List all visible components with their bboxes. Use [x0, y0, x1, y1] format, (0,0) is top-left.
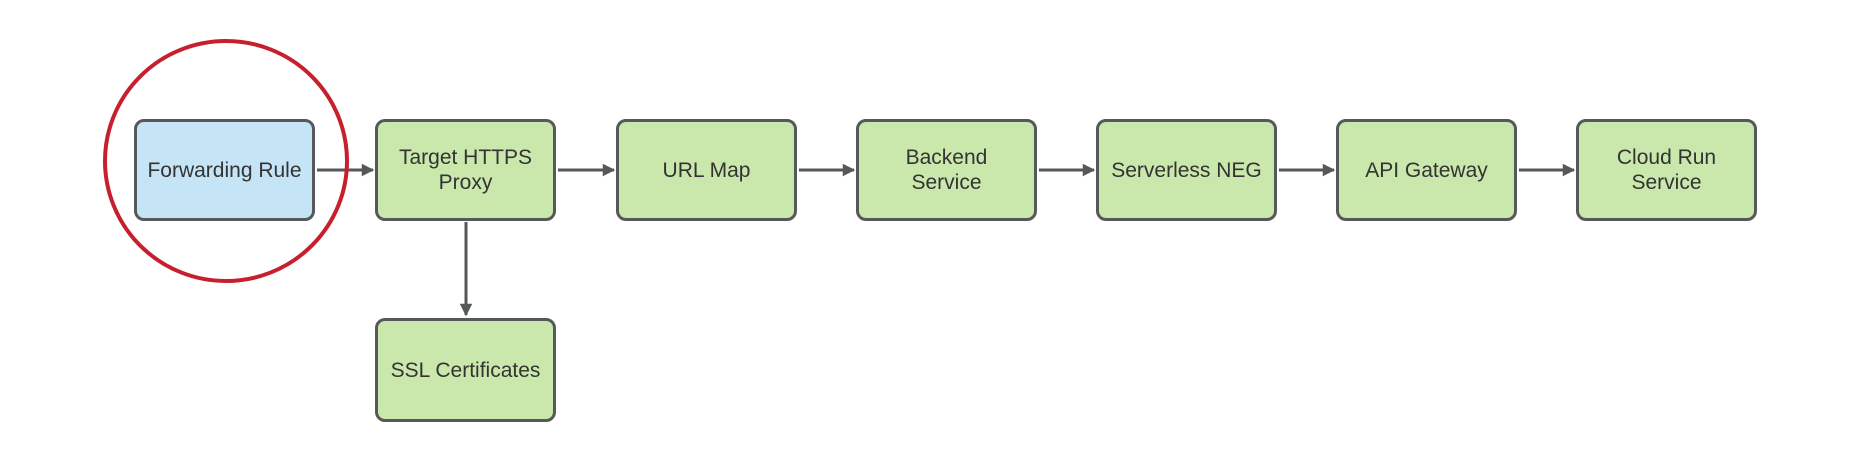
node-ssl-certificates: SSL Certificates: [375, 318, 556, 422]
node-label: Backend Service: [905, 146, 988, 194]
node-label: API Gateway: [1365, 158, 1488, 182]
node-label: Target HTTPS Proxy: [398, 146, 533, 194]
node-serverless-neg: Serverless NEG: [1096, 119, 1277, 221]
node-cloud-run-service: Cloud Run Service: [1576, 119, 1757, 221]
node-forwarding-rule: Forwarding Rule: [134, 119, 315, 221]
node-label: SSL Certificates: [390, 358, 541, 382]
node-api-gateway: API Gateway: [1336, 119, 1517, 221]
node-backend-service: Backend Service: [856, 119, 1037, 221]
node-label: Cloud Run Service: [1616, 146, 1717, 194]
node-target-https-proxy: Target HTTPS Proxy: [375, 119, 556, 221]
node-label: URL Map: [662, 158, 751, 182]
node-label: Forwarding Rule: [147, 158, 302, 182]
node-url-map: URL Map: [616, 119, 797, 221]
node-label: Serverless NEG: [1111, 158, 1262, 182]
